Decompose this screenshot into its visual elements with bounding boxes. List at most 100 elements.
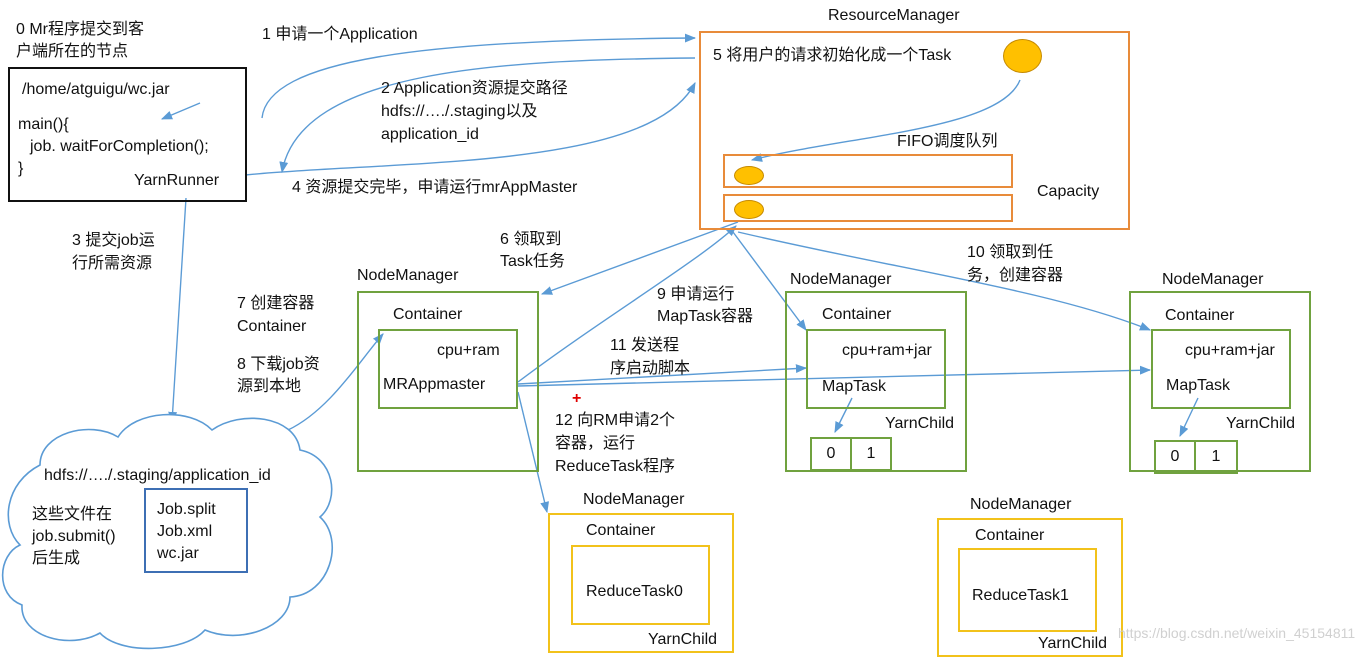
step12-label-line1: 12 向RM申请2个	[555, 412, 676, 429]
resource-manager-box	[699, 31, 1130, 230]
hdfs-note-line3: 后生成	[32, 550, 81, 567]
yarn-runner-label: YarnRunner	[134, 172, 220, 189]
queue-task-dot-1	[734, 166, 764, 185]
step9-label-line1: 9 申请运行	[657, 286, 735, 303]
step10-label-line2: 务，创建容器	[967, 267, 1064, 284]
step6-label-line1: 6 领取到	[500, 231, 562, 248]
jar-path-label: /home/atguigu/wc.jar	[22, 81, 170, 98]
file-wc-jar: wc.jar	[157, 545, 199, 562]
nm-reduce0-title: NodeManager	[583, 491, 685, 508]
job-files-box	[144, 488, 248, 573]
nm-reduce1-title: NodeManager	[970, 496, 1072, 513]
arrow-step11-map1	[517, 364, 808, 385]
step9-label-line2: MapTask容器	[657, 308, 754, 325]
fifo-queue-label: FIFO调度队列	[897, 133, 998, 150]
rm-title: ResourceManager	[828, 7, 960, 24]
step11-label-line2: 序启动脚本	[610, 360, 691, 377]
nm-map1-yarnchild-label: YarnChild	[885, 415, 955, 432]
nm-reduce0-container-label: Container	[586, 522, 656, 539]
client-caption-line2: 户端所在的节点	[16, 43, 129, 60]
arrow-to-map1-create	[729, 227, 807, 331]
arrow-step1	[261, 33, 697, 119]
file-job-split: Job.split	[157, 501, 216, 518]
arrow-step11-map2	[517, 365, 1152, 387]
nm-map2-title: NodeManager	[1162, 271, 1264, 288]
nm-reduce0-box	[548, 513, 734, 653]
task-dot-large	[1003, 39, 1042, 73]
code-close-line: }	[18, 160, 24, 177]
hdfs-cloud-shape	[1, 413, 334, 650]
nm-map1-cell-1: 1	[850, 437, 892, 471]
nm-map2-box	[1129, 291, 1311, 472]
nm-map1-maptask-label: MapTask	[822, 378, 887, 395]
nm-map1-cell-0: 0	[810, 437, 852, 471]
step10-label-line1: 10 领取到任	[967, 244, 1054, 261]
step7-label-line1: 7 创建容器	[237, 295, 315, 312]
arrow-step12	[517, 391, 549, 514]
step2-label-line1: 2 Application资源提交路径	[381, 80, 568, 97]
nm-map2-cell-0: 0	[1154, 440, 1196, 474]
arrow-map2-cells	[1179, 397, 1199, 438]
step2-label-line2: hdfs://…./.staging以及	[381, 103, 538, 120]
nm-master-box	[357, 291, 539, 472]
step7-label-line2: Container	[237, 318, 307, 335]
nm-reduce1-container	[958, 548, 1097, 632]
reduce-task0-label: ReduceTask0	[586, 583, 683, 600]
step8-label-line1: 8 下载job资	[237, 356, 320, 373]
arrow-code	[160, 102, 201, 120]
step1-label: 1 申请一个Application	[262, 26, 418, 43]
nm-reduce1-box	[937, 518, 1123, 657]
step2-label-line3: application_id	[381, 126, 479, 143]
step11-label-line1: 11 发送程	[610, 337, 680, 354]
hdfs-note-line2: job.submit()	[32, 528, 116, 545]
step3-label-line2: 行所需资源	[72, 255, 153, 272]
nm-map1-title: NodeManager	[790, 271, 892, 288]
step4-label: 4 资源提交完毕，申请运行mrAppMaster	[292, 179, 578, 196]
nm-master-title: NodeManager	[357, 267, 459, 284]
step12-label-line3: ReduceTask程序	[555, 458, 676, 475]
arrow-step3	[168, 197, 187, 424]
arrow-step5	[750, 79, 1021, 162]
step5-label: 5 将用户的请求初始化成一个Task	[713, 47, 952, 64]
arrow-step9	[517, 225, 737, 383]
queue-task-dot-2	[734, 200, 764, 219]
nm-map1-resources: cpu+ram+jar	[842, 342, 932, 359]
client-caption-line1: 0 Mr程序提交到客	[16, 21, 145, 38]
nm-master-container-label: Container	[393, 306, 463, 323]
nm-map2-container-label: Container	[1165, 307, 1235, 324]
nm-map2-container	[1151, 329, 1291, 409]
hdfs-staging-path: hdfs://…./.staging/application_id	[44, 467, 271, 484]
arrow-map1-cells	[834, 397, 853, 434]
arrows-layer	[160, 33, 1199, 514]
hdfs-note-line1: 这些文件在	[32, 506, 113, 523]
nm-map2-maptask-label: MapTask	[1166, 377, 1231, 394]
file-job-xml: Job.xml	[157, 523, 213, 540]
arrow-step4	[244, 82, 696, 176]
step12-label-line2: 容器，运行	[555, 435, 636, 452]
code-wait-line: job. waitForCompletion();	[30, 138, 209, 155]
step8-label-line2: 源到本地	[237, 378, 302, 395]
queue-row-2	[723, 194, 1013, 222]
arrow-step8	[287, 333, 384, 431]
red-plus-marker: +	[572, 390, 582, 407]
arrow-step6	[540, 221, 739, 295]
nm-map2-yarnchild-label: YarnChild	[1226, 415, 1296, 432]
mrappmaster-label: MRAppmaster	[383, 376, 486, 393]
nm-reduce1-yarnchild-label: YarnChild	[1038, 635, 1108, 652]
nm-reduce1-container-label: Container	[975, 527, 1045, 544]
nm-map1-container	[806, 329, 946, 409]
client-node-box	[8, 67, 247, 202]
watermark: https://blog.csdn.net/weixin_45154811	[1118, 625, 1355, 641]
nm-map1-container-label: Container	[822, 306, 892, 323]
mrappmaster-container	[378, 329, 518, 409]
step3-label-line1: 3 提交job运	[72, 232, 155, 249]
code-main-line: main(){	[18, 116, 69, 133]
arrow-step2	[279, 57, 696, 174]
nm-map1-box	[785, 291, 967, 472]
nm-reduce0-yarnchild-label: YarnChild	[648, 631, 718, 648]
capacity-label: Capacity	[1037, 183, 1100, 200]
reduce-task1-label: ReduceTask1	[972, 587, 1069, 604]
nm-reduce0-container	[571, 545, 710, 625]
arrow-step10	[737, 231, 1152, 331]
nm-map2-cell-1: 1	[1194, 440, 1238, 474]
